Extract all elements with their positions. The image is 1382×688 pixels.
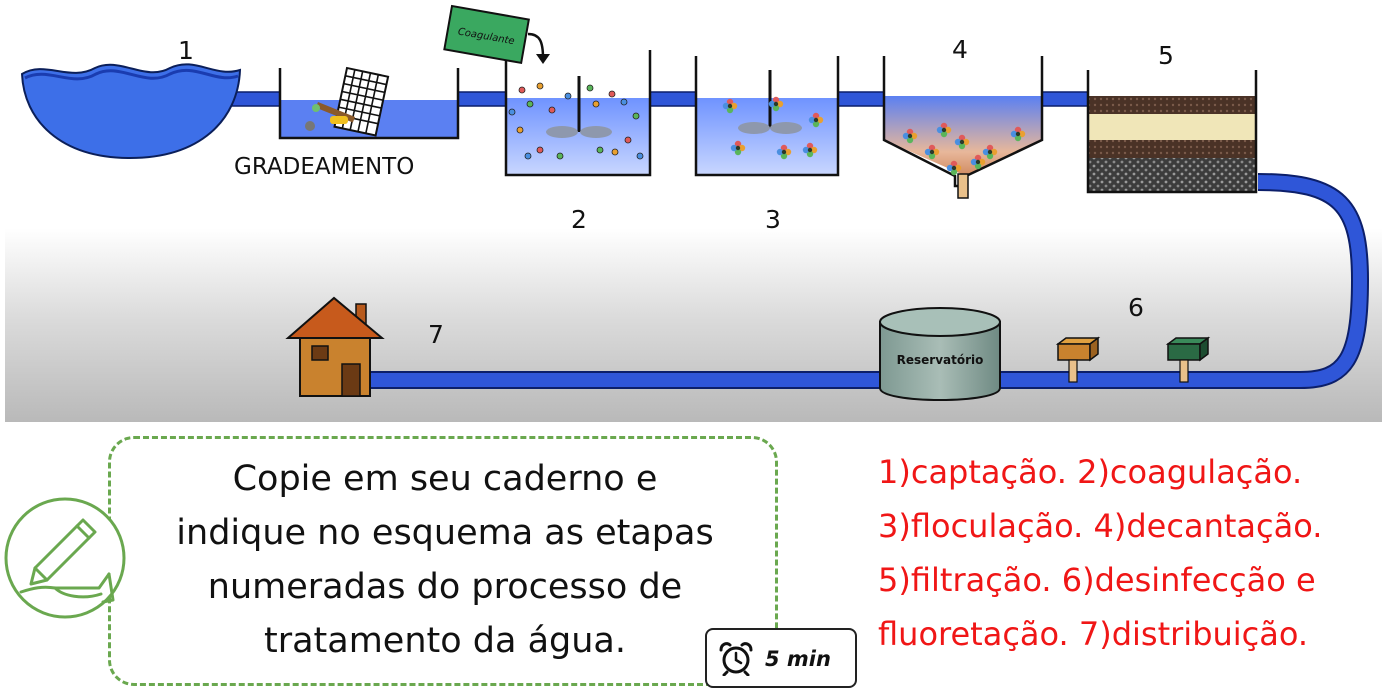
instruction-line: tratamento da água. xyxy=(263,621,626,661)
timer-label: 5 min xyxy=(765,647,831,671)
house xyxy=(285,296,385,397)
stage-number-2: 2 xyxy=(571,205,587,234)
screening-tank xyxy=(278,66,460,140)
answer-line: 3)floculação. 4)decantação. xyxy=(878,507,1323,545)
dosing-unit-orange xyxy=(1055,336,1101,383)
stage-number-3: 3 xyxy=(765,205,781,234)
water-treatment-diagram: Coagulante Reservatório xyxy=(5,4,1382,422)
answer-line: fluoretação. 7)distribuição. xyxy=(878,615,1309,653)
instruction-line: indique no esquema as etapas xyxy=(176,513,714,553)
stage-number-4: 4 xyxy=(952,35,968,64)
answer-line: 1)captação. 2)coagulação. xyxy=(878,453,1303,491)
flocculation-tank xyxy=(694,56,840,177)
answer-text: 1)captação. 2)coagulação. 3)floculação. … xyxy=(878,445,1382,661)
filtration-tank xyxy=(1086,70,1258,194)
screening-label: GRADEAMENTO xyxy=(234,154,414,180)
reservoir: Reservatório xyxy=(879,307,1001,401)
instruction-line: numeradas do processo de xyxy=(207,567,683,607)
stage-number-5: 5 xyxy=(1158,41,1174,70)
stage-number-6: 6 xyxy=(1128,293,1144,322)
instruction-text: Copie em seu caderno e indique no esquem… xyxy=(140,452,750,668)
timer-badge: 5 min xyxy=(705,628,857,688)
ground-band xyxy=(5,228,1382,422)
dosing-unit-green xyxy=(1165,336,1211,383)
stage-number-7: 7 xyxy=(428,320,444,349)
river xyxy=(20,63,242,160)
alarm-clock-icon xyxy=(719,642,753,676)
reservoir-label: Reservatório xyxy=(897,353,984,367)
coagulant-box: Coagulante xyxy=(443,4,550,65)
pencil-hand-icon xyxy=(4,497,126,619)
stage-number-1: 1 xyxy=(178,36,194,65)
answer-line: 5)filtração. 6)desinfecção e xyxy=(878,561,1316,599)
instruction-line: Copie em seu caderno e xyxy=(232,459,658,499)
coagulation-tank xyxy=(504,50,652,177)
decantation-tank xyxy=(882,56,1044,199)
